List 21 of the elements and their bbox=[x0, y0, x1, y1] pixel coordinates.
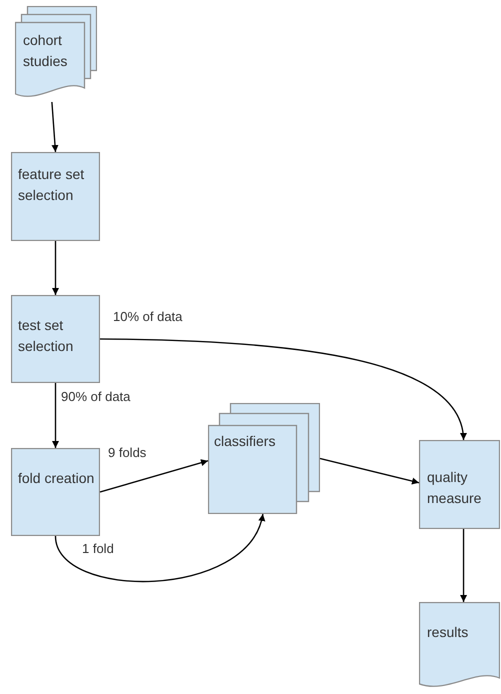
node-label: fold creation bbox=[18, 469, 96, 488]
arrow bbox=[100, 338, 466, 440]
arrow bbox=[54, 514, 264, 582]
arrow bbox=[320, 458, 420, 484]
arrow bbox=[51, 102, 58, 152]
node-label: test set selection bbox=[18, 316, 74, 356]
node-label: quality measure bbox=[427, 468, 482, 508]
node-label: cohort studies bbox=[23, 31, 68, 71]
arrow bbox=[52, 241, 59, 295]
process-box bbox=[419, 440, 500, 529]
box-stack bbox=[208, 403, 320, 514]
node-label: classifiers bbox=[214, 432, 276, 451]
node-label: results bbox=[427, 623, 470, 642]
arrow bbox=[52, 383, 59, 448]
arrow bbox=[460, 529, 468, 602]
process-box bbox=[11, 295, 100, 383]
process-box bbox=[11, 152, 100, 241]
document-shape bbox=[419, 602, 500, 690]
arrow bbox=[100, 459, 208, 493]
process-box bbox=[11, 448, 100, 536]
node-label: feature set selection bbox=[18, 165, 86, 205]
